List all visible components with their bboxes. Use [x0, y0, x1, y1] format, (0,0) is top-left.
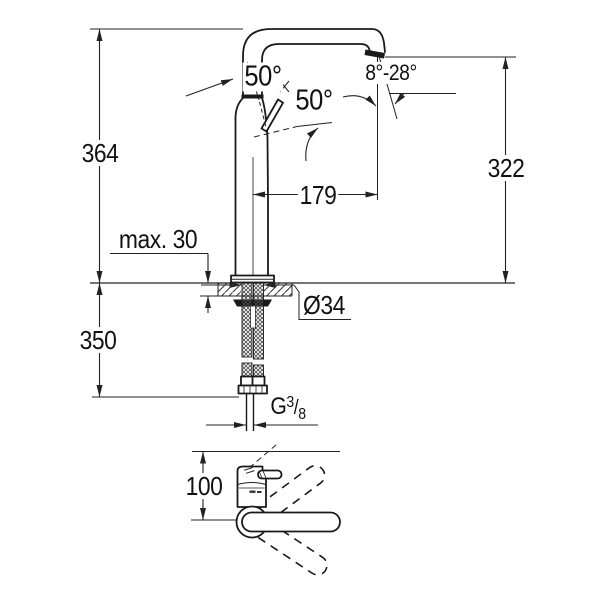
- thread-g: G: [270, 393, 287, 420]
- deck-max-label: max. 30: [117, 224, 199, 254]
- spout-inner-edge: [261, 43, 372, 97]
- plan-view: [235, 444, 341, 576]
- plan-pin-hatch: [258, 470, 267, 479]
- plan-handle-bar: [241, 511, 341, 533]
- hose-length-label: 350: [77, 325, 119, 355]
- deck-hatch-left: [218, 283, 241, 296]
- hose-nut-flange: [237, 384, 268, 395]
- handle-angle-front-label: 50°: [242, 60, 284, 93]
- thread-size-label: G3/8: [269, 393, 307, 423]
- plan-top-marks: [243, 467, 255, 474]
- mounting-section: [90, 282, 515, 431]
- lever-handle: [260, 98, 284, 133]
- handle-open-leader: [296, 122, 333, 127]
- faucet-body: [230, 97, 333, 284]
- handle-angle-side-label: 50°: [293, 84, 335, 117]
- mounting-stud: [250, 305, 256, 329]
- total-height-label: 364: [79, 138, 121, 168]
- spout-swivel-dashed-line: [248, 444, 277, 469]
- spout-joint: [241, 94, 264, 99]
- thread-nipple: [245, 394, 255, 431]
- thread-denominator: 8: [298, 406, 306, 423]
- hole-dia-leader: [293, 284, 351, 320]
- mounting-nut: [233, 299, 272, 307]
- hole-dia-label: Ø34: [302, 290, 346, 320]
- thread-slash: /: [293, 397, 299, 419]
- projection-label: 179: [297, 180, 339, 210]
- spray-angle-label: 8°-28°: [364, 60, 418, 85]
- spout-outlet: [364, 49, 385, 59]
- hose-nut-left: [240, 375, 254, 387]
- plan-logo-mark2: [257, 491, 262, 493]
- handle-swing-line-hidden: [259, 101, 267, 128]
- spout-height-label: 322: [485, 153, 527, 183]
- handle-depth-label: 100: [183, 471, 225, 501]
- plan-logo-mark: [249, 490, 256, 493]
- handle-open-dashed-line: [253, 126, 298, 138]
- deck-hatch-right: [264, 283, 292, 296]
- plan-body-rim: [237, 482, 267, 485]
- spout-outer-edge: [242, 28, 386, 97]
- handle-angle-arc-arrow: [305, 127, 319, 162]
- thread-numerator: 3: [286, 394, 294, 411]
- hose-nut-right: [251, 375, 266, 387]
- body-left-edge: [234, 97, 244, 277]
- spout-swivel-arc-arrow: [342, 95, 377, 107]
- handle-angle-leader-arrow: [185, 78, 234, 97]
- hose-nut-facets: [243, 385, 263, 394]
- spray-angle-leader-arrow: [394, 92, 406, 105]
